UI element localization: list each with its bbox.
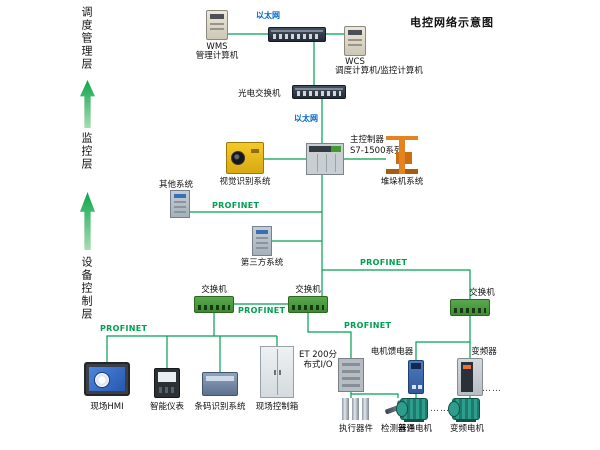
detector-label: 检测器件 <box>380 424 415 434</box>
profinet-label: PROFINET <box>344 321 392 330</box>
vf-motor-icon <box>448 398 480 422</box>
et200-rack-icon <box>338 358 364 392</box>
wms-server-icon <box>206 10 228 40</box>
wms-desc: 管理计算机 <box>195 51 239 61</box>
plc-name: 主控制器 <box>350 135 385 145</box>
stacker-crane-icon <box>386 136 418 174</box>
actuator-label: 执行器件 <box>338 424 373 434</box>
profinet-label: PROFINET <box>212 201 260 210</box>
motor-feeder-icon <box>408 360 424 394</box>
motor-label: 普通电机 <box>397 424 432 434</box>
wms-name: WMS <box>206 42 228 52</box>
motor-feeder-label: 电机馈电器 <box>370 347 414 357</box>
optical-switch-label: 光电交换机 <box>238 89 281 99</box>
actuator-icon <box>342 398 370 420</box>
vision-system-icon <box>226 142 264 174</box>
plc-icon <box>306 143 344 175</box>
smart-meter-icon <box>154 368 180 398</box>
vfd-icon <box>457 358 483 396</box>
profinet-label: PROFINET <box>100 324 148 333</box>
third-party-label: 第三方系统 <box>240 258 284 268</box>
stacker-label: 堆垛机系统 <box>380 177 424 187</box>
layer-label-device: 设备控制层 <box>80 256 93 321</box>
wcs-desc: 调度计算机/监控计算机 <box>335 66 423 76</box>
layer-label-monitor: 监控层 <box>80 132 93 171</box>
vfd-label: 变频器 <box>471 347 497 357</box>
layer-label-dispatch: 调度管理层 <box>80 6 93 71</box>
ethernet-label-mid: 以太网 <box>294 114 318 123</box>
switch3-label: 交换机 <box>469 288 495 298</box>
switch1-label: 交换机 <box>201 285 227 295</box>
vf-motor-label: 变频电机 <box>449 424 484 434</box>
profinet-label: PROFINET <box>238 306 286 315</box>
ellipsis: …… <box>482 384 502 394</box>
motor-icon <box>396 398 428 422</box>
control-box-icon <box>260 346 294 398</box>
wcs-server-icon <box>344 26 366 56</box>
third-party-icon <box>252 226 272 256</box>
plc-model: S7-1500系列 <box>350 146 403 156</box>
hmi-label: 现场HMI <box>90 402 124 412</box>
smart-meter-label: 智能仪表 <box>149 402 184 412</box>
diagram-title: 电控网络示意图 <box>410 16 494 29</box>
ellipsis: …… <box>430 404 450 414</box>
hmi-panel-icon <box>84 362 130 396</box>
other-system-label: 其他系统 <box>158 180 193 190</box>
other-system-icon <box>170 190 190 218</box>
optical-switch-icon <box>292 85 346 99</box>
core-switch-icon <box>268 27 326 42</box>
profinet-label: PROFINET <box>360 258 408 267</box>
vision-label: 视觉识别系统 <box>219 177 271 187</box>
control-box-label: 现场控制箱 <box>255 402 299 412</box>
et200-label: ET 200分布式I/O <box>299 350 337 371</box>
barcode-label: 条码识别系统 <box>194 402 246 412</box>
switch2-label: 交换机 <box>295 285 321 295</box>
switch1-icon <box>194 296 234 313</box>
wcs-name: WCS <box>345 57 365 67</box>
ethernet-label-top: 以太网 <box>256 11 280 20</box>
switch2-icon <box>288 296 328 313</box>
switch3-icon <box>450 299 490 316</box>
barcode-scanner-icon <box>202 372 238 396</box>
